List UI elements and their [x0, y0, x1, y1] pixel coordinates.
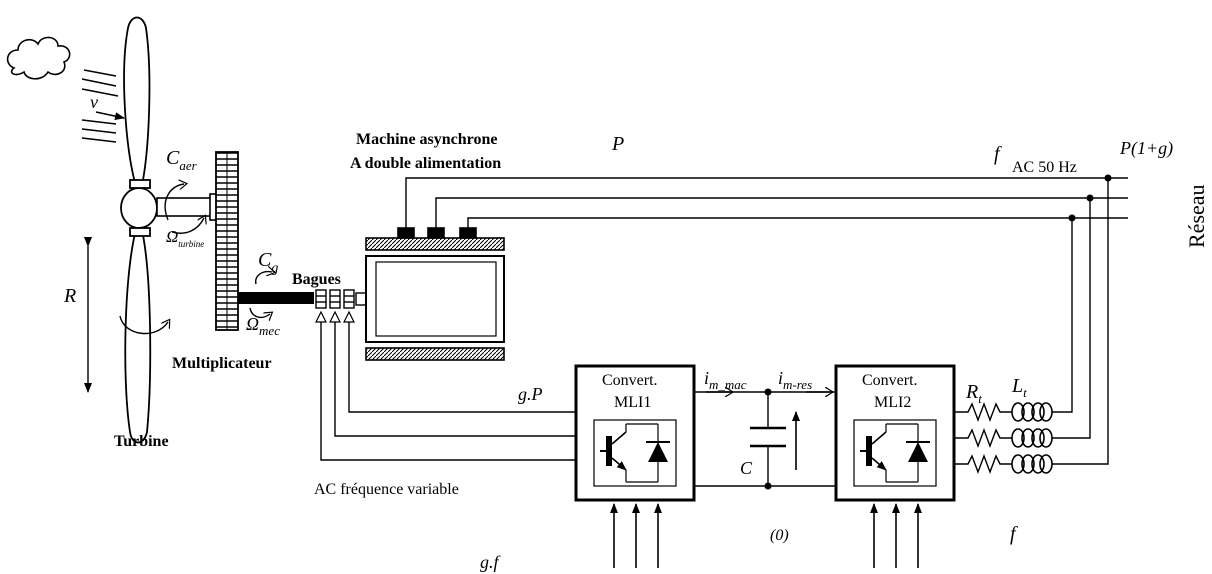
dc-link-dots — [764, 388, 772, 490]
grid-label: Réseau — [1184, 184, 1209, 248]
wind-cloud-icon — [6, 36, 71, 80]
converter-mli1 — [574, 364, 696, 502]
mli1-control-arrows — [610, 503, 662, 568]
turbine-label: Turbine — [114, 433, 169, 450]
radius-label: R — [63, 285, 76, 307]
slip-rings — [315, 289, 367, 309]
converter-mli2-line1: Convert. — [862, 372, 918, 389]
converter-mli1-line1: Convert. — [602, 372, 658, 389]
wind-lines — [81, 69, 119, 143]
turbine-blades — [120, 16, 158, 444]
omega-turbine-label: Ωturbine — [166, 227, 204, 249]
dfig-machine — [365, 227, 505, 361]
slip-rings-label: Bagues — [292, 271, 341, 288]
turbine-shaft — [156, 193, 219, 221]
c-g-rotation-arrow — [255, 272, 272, 285]
wind-arrow — [95, 111, 125, 121]
c-aer-label: Caer — [166, 147, 198, 173]
stator-grid-lines — [405, 177, 1128, 228]
multiplicateur-label: Multiplicateur — [172, 355, 272, 372]
f-top-label: f — [994, 143, 1002, 165]
wind-speed-label: v — [90, 92, 98, 112]
grid-drop-lines — [1052, 178, 1109, 465]
converter-mli2 — [834, 364, 956, 502]
stator-power-label: P — [611, 133, 624, 155]
machine-title-line2: A double alimentation — [350, 155, 501, 172]
generator-shaft — [238, 292, 314, 304]
grid-frequency-label: f — [1010, 523, 1018, 545]
dc-link — [694, 391, 836, 487]
lt-label: Lt — [1011, 375, 1027, 400]
blade-rotation-arrow — [119, 315, 168, 335]
ac-variable-frequency-label: AC fréquence variable — [314, 481, 459, 498]
rotor-feed-lines — [320, 314, 576, 461]
rotor-feed-arrowheads — [315, 310, 355, 323]
im-res-label: im-res — [778, 368, 812, 392]
omega-turbine-rotation-arrow — [171, 218, 204, 234]
gearbox — [215, 151, 239, 331]
converter-mli2-line2: MLI2 — [874, 394, 911, 411]
omega-mec-rotation-arrow — [249, 307, 270, 317]
dc-frequency-label: (0) — [770, 527, 789, 544]
grid-power-label: P(1+g) — [1119, 138, 1173, 159]
ac-50hz-label: AC 50 Hz — [1012, 159, 1077, 176]
machine-title-line1: Machine asynchrone — [356, 131, 497, 148]
im-mac-label: im_mac — [704, 368, 747, 392]
mli2-control-arrows — [870, 503, 922, 568]
grid-filter — [954, 402, 1053, 474]
rotor-power-label: g.P — [518, 384, 543, 404]
rt-label: Rt — [965, 381, 982, 406]
c-g-label: Cg — [258, 249, 278, 276]
capacitor-label: C — [740, 458, 753, 478]
omega-mec-label: Ωmec — [246, 314, 280, 338]
rotor-frequency-label: g.f — [480, 552, 502, 572]
c-aer-rotation-arrow — [164, 184, 184, 221]
converter-mli1-line2: MLI1 — [614, 394, 651, 411]
